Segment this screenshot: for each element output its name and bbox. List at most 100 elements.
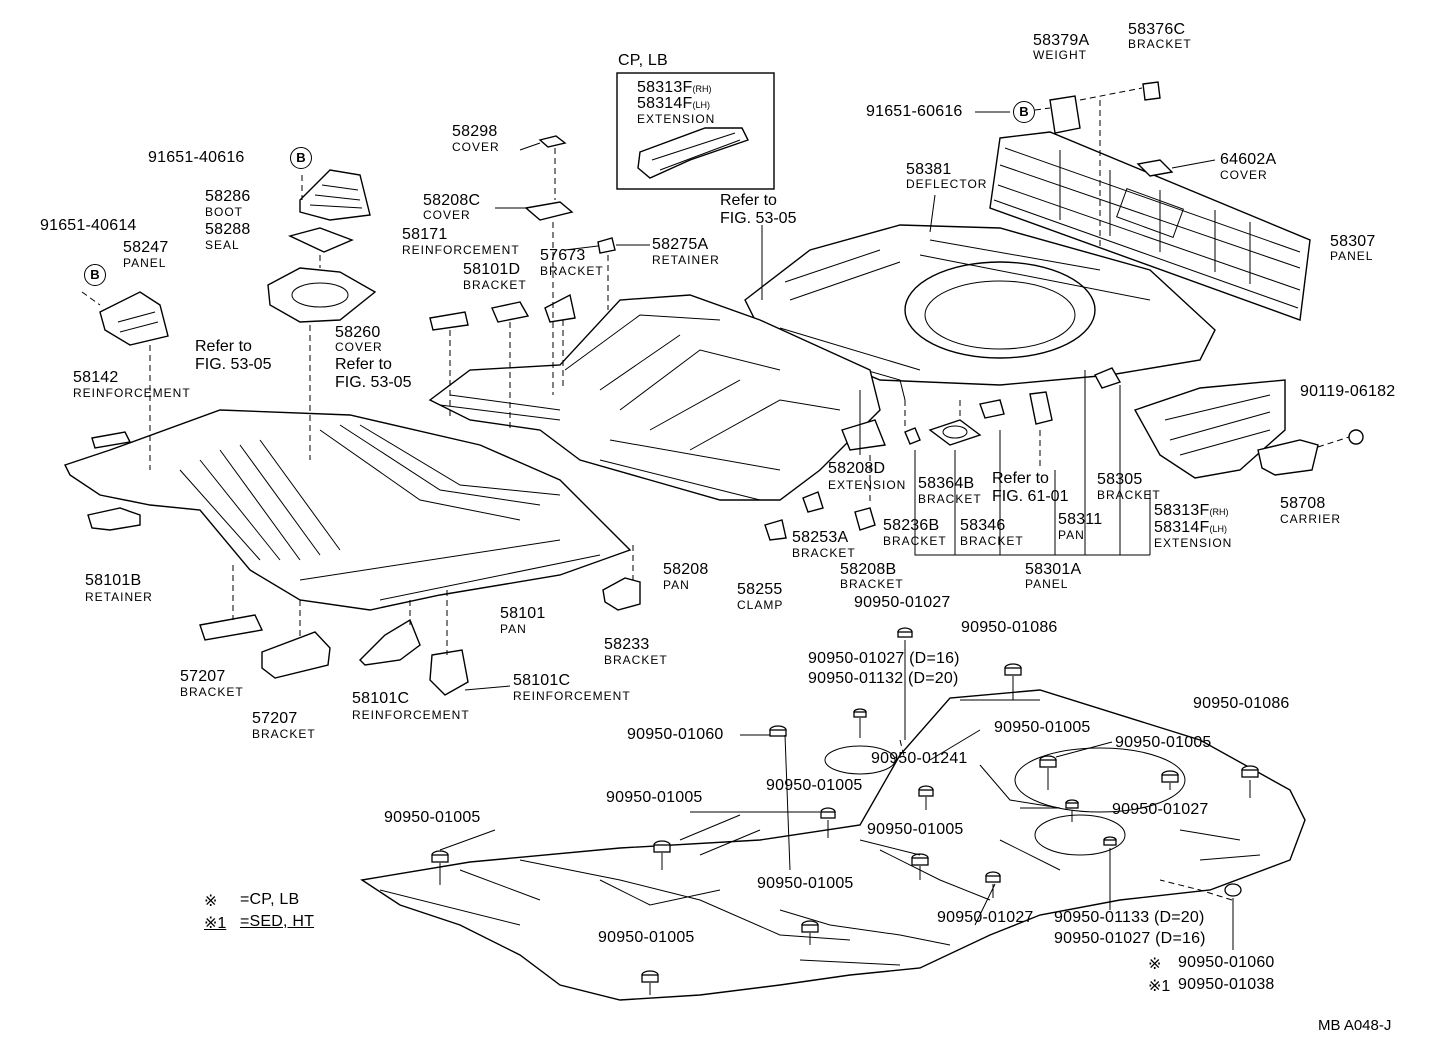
plug-label-t: 90950-01038 xyxy=(1178,976,1275,993)
part-58307-name: PANEL xyxy=(1330,249,1374,263)
inset-part-lh: 58314F(LH) xyxy=(637,95,710,112)
weight-58379a-art xyxy=(1049,95,1081,134)
plug-label-c: 90950-01027 (D=16) xyxy=(808,650,960,667)
part-58142-name: REINFORCEMENT xyxy=(73,386,191,400)
part-58298-name: COVER xyxy=(452,140,500,154)
plug-label-a: 90950-01027 xyxy=(854,594,951,611)
plug-label-n: 90950-01005 xyxy=(867,821,964,838)
bracket-58208b-art xyxy=(854,507,876,531)
part-58255-name: CLAMP xyxy=(737,598,784,612)
cover-64602a-art xyxy=(1136,159,1174,177)
retainer-58101b-art xyxy=(87,507,141,531)
part-58208d-name: EXTENSION xyxy=(828,478,907,492)
bracket-58346-art xyxy=(979,399,1005,419)
part-58298-number: 58298 xyxy=(452,123,498,140)
circle-b-mark-2: B xyxy=(290,147,312,169)
part-58346-name: BRACKET xyxy=(960,534,1024,548)
refer-fig-61-01: Refer to FIG. 61-01 xyxy=(992,470,1069,505)
plug-label-q: 90950-01133 (D=20) xyxy=(1054,909,1205,926)
part-58236b-number: 58236B xyxy=(883,517,940,534)
plug-label-l: 90950-01027 xyxy=(1112,801,1209,818)
part-58208d-number: 58208D xyxy=(828,460,886,477)
extension-58208d-art xyxy=(841,419,886,451)
inset-frame xyxy=(616,72,775,190)
part-58288-number: 58288 xyxy=(205,221,251,238)
cover-58260-art xyxy=(267,267,377,323)
part-58101c-left-name: REINFORCEMENT xyxy=(352,708,470,722)
part-58236b-name: BRACKET xyxy=(883,534,947,548)
part-58101d-name: BRACKET xyxy=(463,278,527,292)
part-64602a-name: COVER xyxy=(1220,168,1268,182)
reinforcement-58101c-left-art xyxy=(359,618,421,666)
part-58311-number: 58311 xyxy=(1058,511,1103,528)
circle-b-mark-3: B xyxy=(84,264,106,286)
part-58247-name: PANEL xyxy=(123,256,167,270)
part-91651-40614-number: 91651-40614 xyxy=(40,217,137,234)
plug-label-k: 90950-01005 xyxy=(606,789,703,806)
part-58208b-number: 58208B xyxy=(840,561,897,578)
part-58255-number: 58255 xyxy=(737,581,783,598)
part-58101-name: PAN xyxy=(500,622,527,636)
part-58301a-number: 58301A xyxy=(1025,561,1082,578)
part-58301a-name: PANEL xyxy=(1025,577,1069,591)
panel-58301a-art xyxy=(1029,391,1053,425)
plug-label-b: 90950-01086 xyxy=(961,619,1058,636)
part-58101-number: 58101 xyxy=(500,605,546,622)
part-64602a-number: 64602A xyxy=(1220,151,1277,168)
bracket-58101d-art xyxy=(491,301,530,323)
part-58208c-number: 58208C xyxy=(423,192,481,209)
part-58253a-name: BRACKET xyxy=(792,546,856,560)
plug-label-f: 90950-01086 xyxy=(1193,695,1290,712)
part-58208b-name: BRACKET xyxy=(840,577,904,591)
inset-extension-part xyxy=(637,127,749,179)
part-58247-number: 58247 xyxy=(123,239,169,256)
refer-fig-53-05-left: Refer to FIG. 53-05 xyxy=(195,338,272,373)
part-58305-number: 58305 xyxy=(1097,471,1143,488)
plug-label-e: 90950-01060 xyxy=(627,726,724,743)
part-58708-name: CARRIER xyxy=(1280,512,1342,526)
part-91651-60616-number: 91651-60616 xyxy=(866,103,963,120)
plug-label-i: 90950-01241 xyxy=(871,750,968,767)
legend-symbol-2: ※1 xyxy=(204,915,227,932)
part-58101b-number: 58101B xyxy=(85,572,142,589)
refer-fig-53-05-center: Refer to FIG. 53-05 xyxy=(335,356,412,391)
bracket-58236b-art xyxy=(904,427,921,445)
boot-58286-art xyxy=(299,169,371,221)
bracket-57207a-art xyxy=(199,614,264,641)
plug-mark-s: ※ xyxy=(1148,956,1162,973)
part-58208-number: 58208 xyxy=(663,561,709,578)
plug-label-u: 90950-01005 xyxy=(598,929,695,946)
legend-text-1: =CP, LB xyxy=(240,891,300,908)
part-91651-40616-number: 91651-40616 xyxy=(148,149,245,166)
plug-label-j: 90950-01005 xyxy=(766,777,863,794)
part-58379a-name: WEIGHT xyxy=(1033,48,1087,62)
clamp-58255-art xyxy=(764,519,787,541)
bracket-58364b-art xyxy=(928,419,982,446)
reinforcement-58101c-right-art xyxy=(429,649,469,696)
inset-part-name: EXTENSION xyxy=(637,112,716,126)
cover-58208c-art xyxy=(524,201,574,221)
plug-label-p: 90950-01027 xyxy=(937,909,1034,926)
part-57673-number: 57673 xyxy=(540,247,586,264)
circle-b-mark-1: B xyxy=(1013,101,1035,123)
plug-label-h: 90950-01005 xyxy=(1115,734,1212,751)
part-58313f-name: EXTENSION xyxy=(1154,536,1233,550)
part-90119-06182-number: 90119-06182 xyxy=(1300,383,1396,400)
part-58275a-name: RETAINER xyxy=(652,253,720,267)
part-58311-name: PAN xyxy=(1058,528,1085,542)
part-58171-number: 58171 xyxy=(402,226,448,243)
legend-text-2: =SED, HT xyxy=(240,913,315,930)
part-58314f-lh: 58314F(LH) xyxy=(1154,519,1227,536)
part-57207a-number: 57207 xyxy=(180,668,226,685)
part-58305-name: BRACKET xyxy=(1097,488,1161,502)
bolt-90119-art xyxy=(1348,429,1364,445)
part-58708-number: 58708 xyxy=(1280,495,1326,512)
plug-marks xyxy=(431,627,1259,983)
part-58379a-number: 58379A xyxy=(1033,32,1090,49)
part-58260-name: COVER xyxy=(335,340,383,354)
part-58307-number: 58307 xyxy=(1330,233,1376,250)
plug-label-r: 90950-01027 (D=16) xyxy=(1054,930,1206,947)
part-57673-name: BRACKET xyxy=(540,264,604,278)
